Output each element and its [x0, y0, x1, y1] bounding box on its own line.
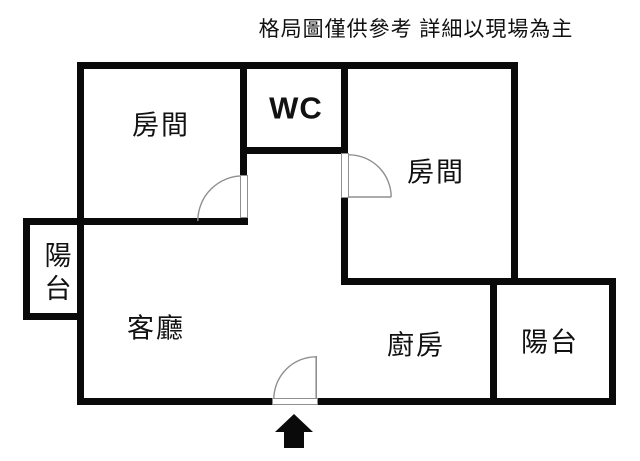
entrance-door-threshold — [272, 398, 318, 405]
entrance-arrow-stem — [284, 432, 304, 448]
wall-bedroom1-bottom — [23, 218, 248, 225]
wall-kitchen-balcony-divider — [490, 278, 497, 405]
wall-bedroom2-bottom — [341, 278, 616, 285]
wall-bedroom1-wc-divider — [240, 62, 247, 175]
bedroom1-label: 房間 — [132, 110, 190, 141]
wall-bottom-right — [318, 398, 616, 405]
wall-balcony-left-bottom — [23, 313, 84, 320]
bedroom1-door-leaf — [240, 175, 248, 218]
wall-wc-bottom — [240, 147, 348, 154]
bedroom2-door-arc-icon — [348, 154, 392, 198]
bedroom1-door-arc-icon — [197, 175, 244, 222]
wall-bedroom2-left-lower — [341, 197, 348, 285]
wall-top — [77, 62, 518, 69]
wall-wc-bedroom2-divider — [341, 62, 348, 153]
wall-bottom-left — [77, 398, 272, 405]
balcony-left-label: 陽台 — [40, 241, 71, 307]
wall-left — [77, 62, 84, 405]
wc-label: WC — [269, 90, 323, 126]
entrance-door-arc-icon — [273, 356, 317, 400]
entrance-arrow-head — [275, 414, 313, 432]
balcony-right-label: 陽台 — [521, 327, 579, 358]
bedroom2-label: 房間 — [407, 157, 465, 188]
wall-right-upper — [511, 62, 518, 285]
kitchen-label: 廚房 — [387, 330, 445, 361]
wall-balcony-right-side — [609, 278, 616, 405]
wall-balcony-left-side — [23, 218, 30, 320]
disclaimer-text: 格局圖僅供參考 詳細以現場為主 — [258, 18, 574, 41]
bedroom2-door-leaf — [341, 153, 349, 198]
entrance-arrow-icon — [275, 414, 313, 448]
living-room-label: 客廳 — [127, 313, 185, 344]
